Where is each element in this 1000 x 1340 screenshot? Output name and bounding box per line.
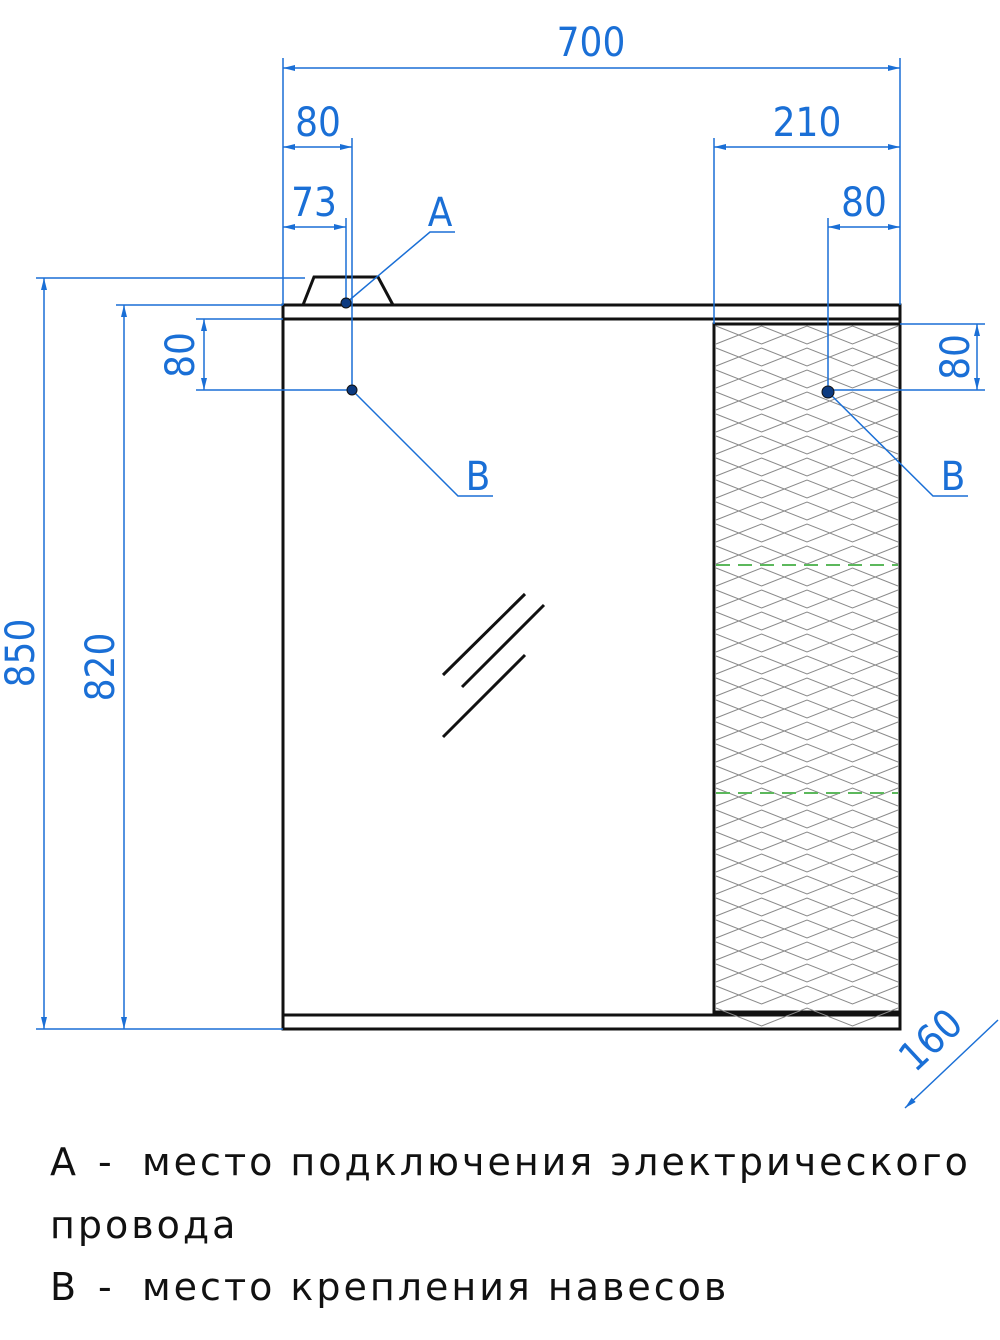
- dim-80-vright: 80: [933, 334, 979, 380]
- point-a: [340, 297, 352, 309]
- dim-80-vleft: 80: [158, 332, 204, 378]
- marker-b-left: B: [466, 454, 491, 500]
- dim-210: 210: [773, 100, 842, 146]
- marker-b-right: B: [941, 454, 966, 500]
- cabinet-drawing: 700 80 73 210 80 850 820 80 80 160 A B B: [0, 20, 999, 1109]
- legend-a-sep: -: [98, 1140, 115, 1184]
- dim-160: 160: [890, 1000, 972, 1080]
- door-pattern: [715, 325, 899, 1027]
- legend-b-sep: -: [98, 1265, 115, 1309]
- legend-b-text: место крепления навесов: [142, 1265, 730, 1309]
- leader-a: [345, 231, 455, 304]
- legend-a-text: место подключения электрического: [142, 1140, 971, 1184]
- top-panel: [281, 303, 902, 321]
- dim-73: 73: [291, 180, 337, 226]
- legend-b-key: B: [50, 1265, 80, 1309]
- shelf-lines: [716, 564, 898, 794]
- point-b-right: [821, 385, 835, 399]
- marker-a: A: [428, 190, 453, 236]
- dim-line-160: [904, 1019, 999, 1109]
- leader-b-right: [827, 391, 968, 497]
- legend-a-cont: провода: [50, 1203, 238, 1247]
- dim-700: 700: [557, 20, 626, 66]
- dim-80-left: 80: [295, 100, 341, 146]
- cabinet-outline: [281, 275, 902, 1031]
- legend-a: A-место подключения электрического: [50, 1140, 971, 1184]
- dim-80-right: 80: [841, 180, 887, 226]
- leader-b-left: [351, 389, 493, 497]
- legend-a-key: A: [50, 1140, 79, 1184]
- mirror-glare: [441, 592, 546, 739]
- right-door: [712, 322, 902, 1014]
- point-b-left: [346, 384, 358, 396]
- legend-a-text-cont: провода: [50, 1203, 239, 1247]
- legend-b: B-место крепления навесов: [50, 1265, 729, 1309]
- dim-850: 850: [0, 619, 44, 688]
- bottom-panel: [281, 1013, 902, 1031]
- dim-820: 820: [78, 633, 124, 702]
